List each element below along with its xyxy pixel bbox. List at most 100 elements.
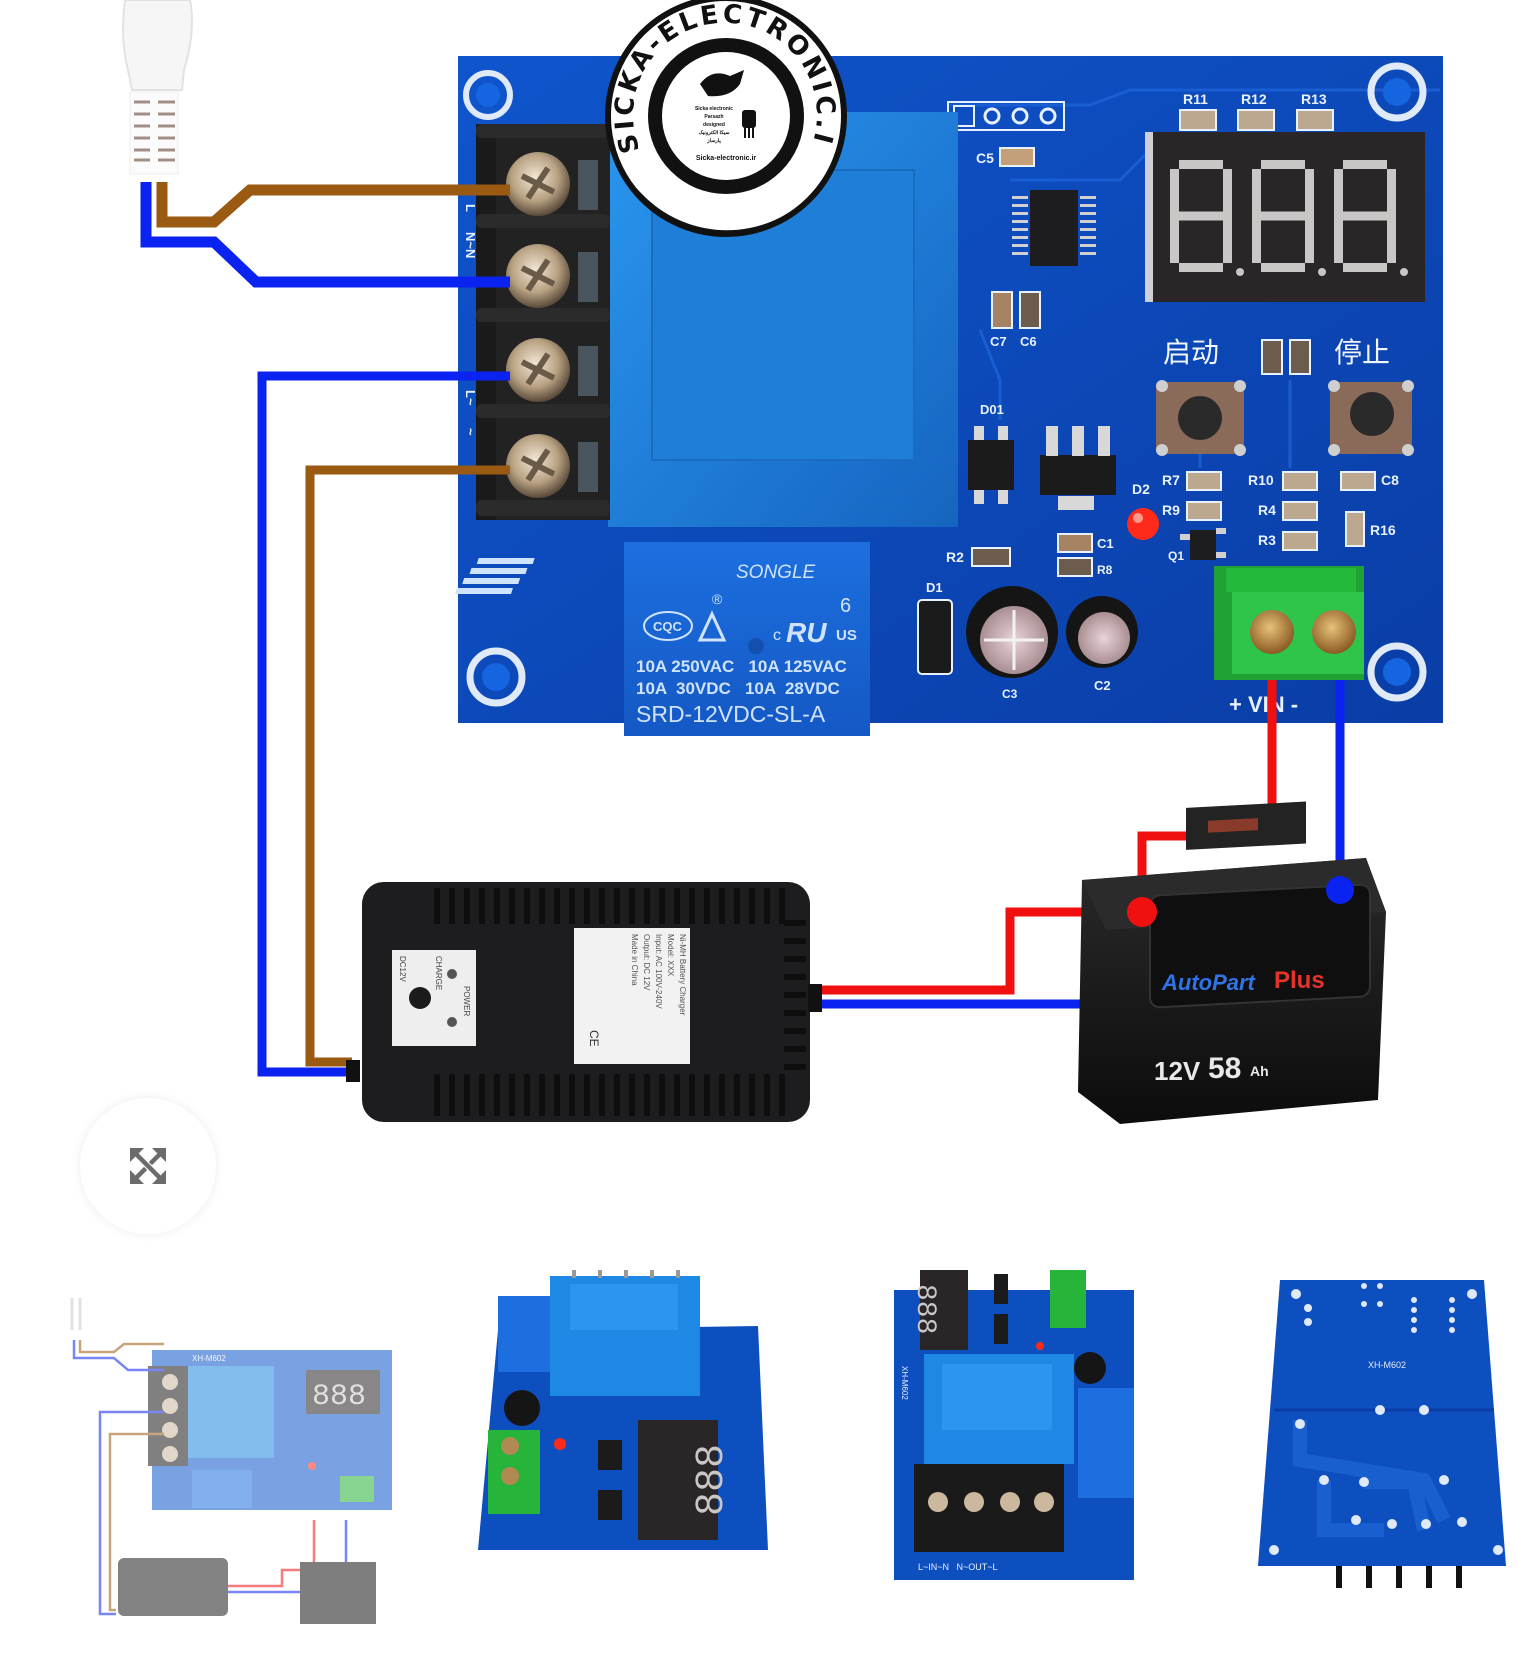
thumbnail-board-back[interactable]: XH-M602: [1244, 1270, 1517, 1650]
label-c7: C7: [990, 334, 1007, 349]
adapter-vent-rib: [734, 888, 740, 924]
label-d1: D1: [926, 580, 943, 595]
svg-text:Sicka-electronic.ir: Sicka-electronic.ir: [696, 155, 757, 162]
display-segment: [1334, 169, 1343, 216]
adapter-vent-rib: [599, 1074, 605, 1116]
adapter-vent-rib: [659, 888, 665, 924]
display-segment: [1223, 169, 1232, 216]
wire-blue-neutral-in: [140, 182, 510, 288]
adapter-vent-rib: [749, 1074, 755, 1116]
start-button-label: 启动: [1163, 336, 1219, 369]
label-c6: C6: [1020, 334, 1037, 349]
adapter-panel-text-1: CHARGE: [434, 956, 443, 990]
adapter-vent-rib: [614, 888, 620, 924]
adapter-vent-rib: [644, 1074, 650, 1116]
adapter-vent-rib: [719, 1074, 725, 1116]
wire-red-adapter-to-battery: [822, 907, 1142, 995]
status-led: [1127, 508, 1159, 540]
relay-rating-ac: 10A 250VAC 10A 125VAC: [636, 657, 847, 676]
resistor-r13: R13: [1296, 91, 1334, 131]
adapter-vent-rib: [464, 888, 470, 924]
display-decimal-point: [1318, 268, 1326, 276]
adapter-vent-rib: [659, 1074, 665, 1116]
adapter-label-line-3: Output: DC 12V: [642, 934, 651, 991]
battery-brand: AutoPart: [1161, 970, 1257, 995]
adapter-vent-rib: [599, 888, 605, 924]
adapter-vent-rib: [779, 888, 785, 924]
display-decimal-point: [1400, 268, 1408, 276]
relay-ul-number: 6: [840, 595, 851, 617]
thumbnail-wiring-diagram[interactable]: 888 XH-M602: [44, 1270, 424, 1650]
display-segment: [1334, 216, 1343, 263]
electrolytic-capacitor-c3: [966, 586, 1058, 678]
mounting-hole: [463, 70, 513, 120]
display-segment: [1179, 160, 1223, 169]
adapter-vent-rib: [524, 888, 530, 924]
relay-ul-us: US: [836, 627, 857, 644]
svg-text:Sicka electronic: Sicka electronic: [695, 106, 733, 112]
bird-icon: [700, 70, 744, 97]
resistor-r12: R12: [1237, 91, 1275, 131]
thumb3-display: 888: [909, 1284, 940, 1334]
battery-voltage: 12V: [1154, 1056, 1201, 1086]
thumbnail-board-angle-terminals[interactable]: 888 L~IN~N N~OUT~L XH-M602: [854, 1270, 1154, 1650]
label-d01: D01: [980, 402, 1004, 417]
label-c2: C2: [1094, 678, 1111, 693]
screw-terminal-4: [506, 434, 570, 498]
ac-plug: [122, 0, 193, 175]
screw-terminal-3: [506, 338, 570, 402]
adapter-vent-rib: [784, 1046, 806, 1052]
adapter-vent-rib: [554, 1074, 560, 1116]
main-wiring-diagram: C5 C7 C6 R11 R12 R13: [0, 0, 1443, 1124]
adapter-vent-rib: [449, 1074, 455, 1116]
adapter-vent-rib: [614, 1074, 620, 1116]
display-segment: [1179, 211, 1223, 221]
screw-terminal-2: [506, 244, 570, 308]
adapter-vent-rib: [784, 1028, 806, 1034]
display-segment: [1170, 216, 1179, 263]
thumb1-display: 888: [312, 1380, 366, 1414]
adapter-ce-mark: CE: [587, 1030, 601, 1047]
relay-ul-mark: RU: [786, 617, 827, 648]
adapter-vent-rib: [464, 1074, 470, 1116]
label-d2: D2: [1132, 481, 1150, 497]
adapter-vent-rib: [629, 1074, 635, 1116]
adapter-vent-rib: [784, 1010, 806, 1016]
label-r8: R8: [1097, 563, 1113, 577]
display-segment: [1252, 169, 1261, 216]
display-segment: [1261, 211, 1305, 221]
relay-rating-dc: 10A 30VDC 10A 28VDC: [636, 679, 840, 698]
adapter-label-line-4: Made in China: [630, 934, 639, 986]
mounting-hole: [1367, 642, 1427, 702]
adapter-vent-rib: [784, 1064, 806, 1070]
adapter-vent-rib: [689, 1074, 695, 1116]
display-segment: [1343, 160, 1387, 169]
svg-text:designed: designed: [703, 122, 725, 128]
adapter-label-line-1: Model: XXX: [666, 934, 675, 977]
expand-image-button[interactable]: Expand image: [80, 1098, 216, 1234]
ac-screw-terminal-block: [476, 124, 610, 520]
relay-model: SRD-12VDC-SL-A: [636, 701, 826, 727]
adapter-vent-rib: [584, 1074, 590, 1116]
label-c8: C8: [1381, 472, 1399, 488]
start-push-button[interactable]: [1156, 380, 1246, 456]
charger-power-adapter: DC12V CHARGE POWER Ni-MH Battery Charger…: [346, 882, 822, 1122]
expand-arrows-icon: [130, 1148, 166, 1184]
label-r4: R4: [1258, 502, 1276, 518]
svg-text:R12: R12: [1241, 91, 1267, 107]
label-r16: R16: [1370, 522, 1396, 538]
adapter-vent-rib: [569, 1074, 575, 1116]
label-r3: R3: [1258, 532, 1276, 548]
adapter-vent-rib: [509, 888, 515, 924]
bridge-rectifier: [968, 426, 1014, 504]
label-c5: C5: [976, 150, 994, 166]
battery-capacity: 58: [1208, 1052, 1241, 1085]
thumbnail-board-angle-front[interactable]: 888: [458, 1270, 778, 1650]
relay-brand: SONGLE: [736, 562, 816, 583]
label-c3: C3: [1002, 687, 1018, 701]
adapter-label-line-2: Input: AC 100V-240V: [654, 934, 663, 1009]
thumb3-terminal-text: L~IN~N N~OUT~L: [918, 1562, 998, 1572]
adapter-vent-rib: [784, 992, 806, 998]
stop-push-button[interactable]: [1328, 380, 1414, 456]
transistor-q1: [1180, 528, 1226, 560]
